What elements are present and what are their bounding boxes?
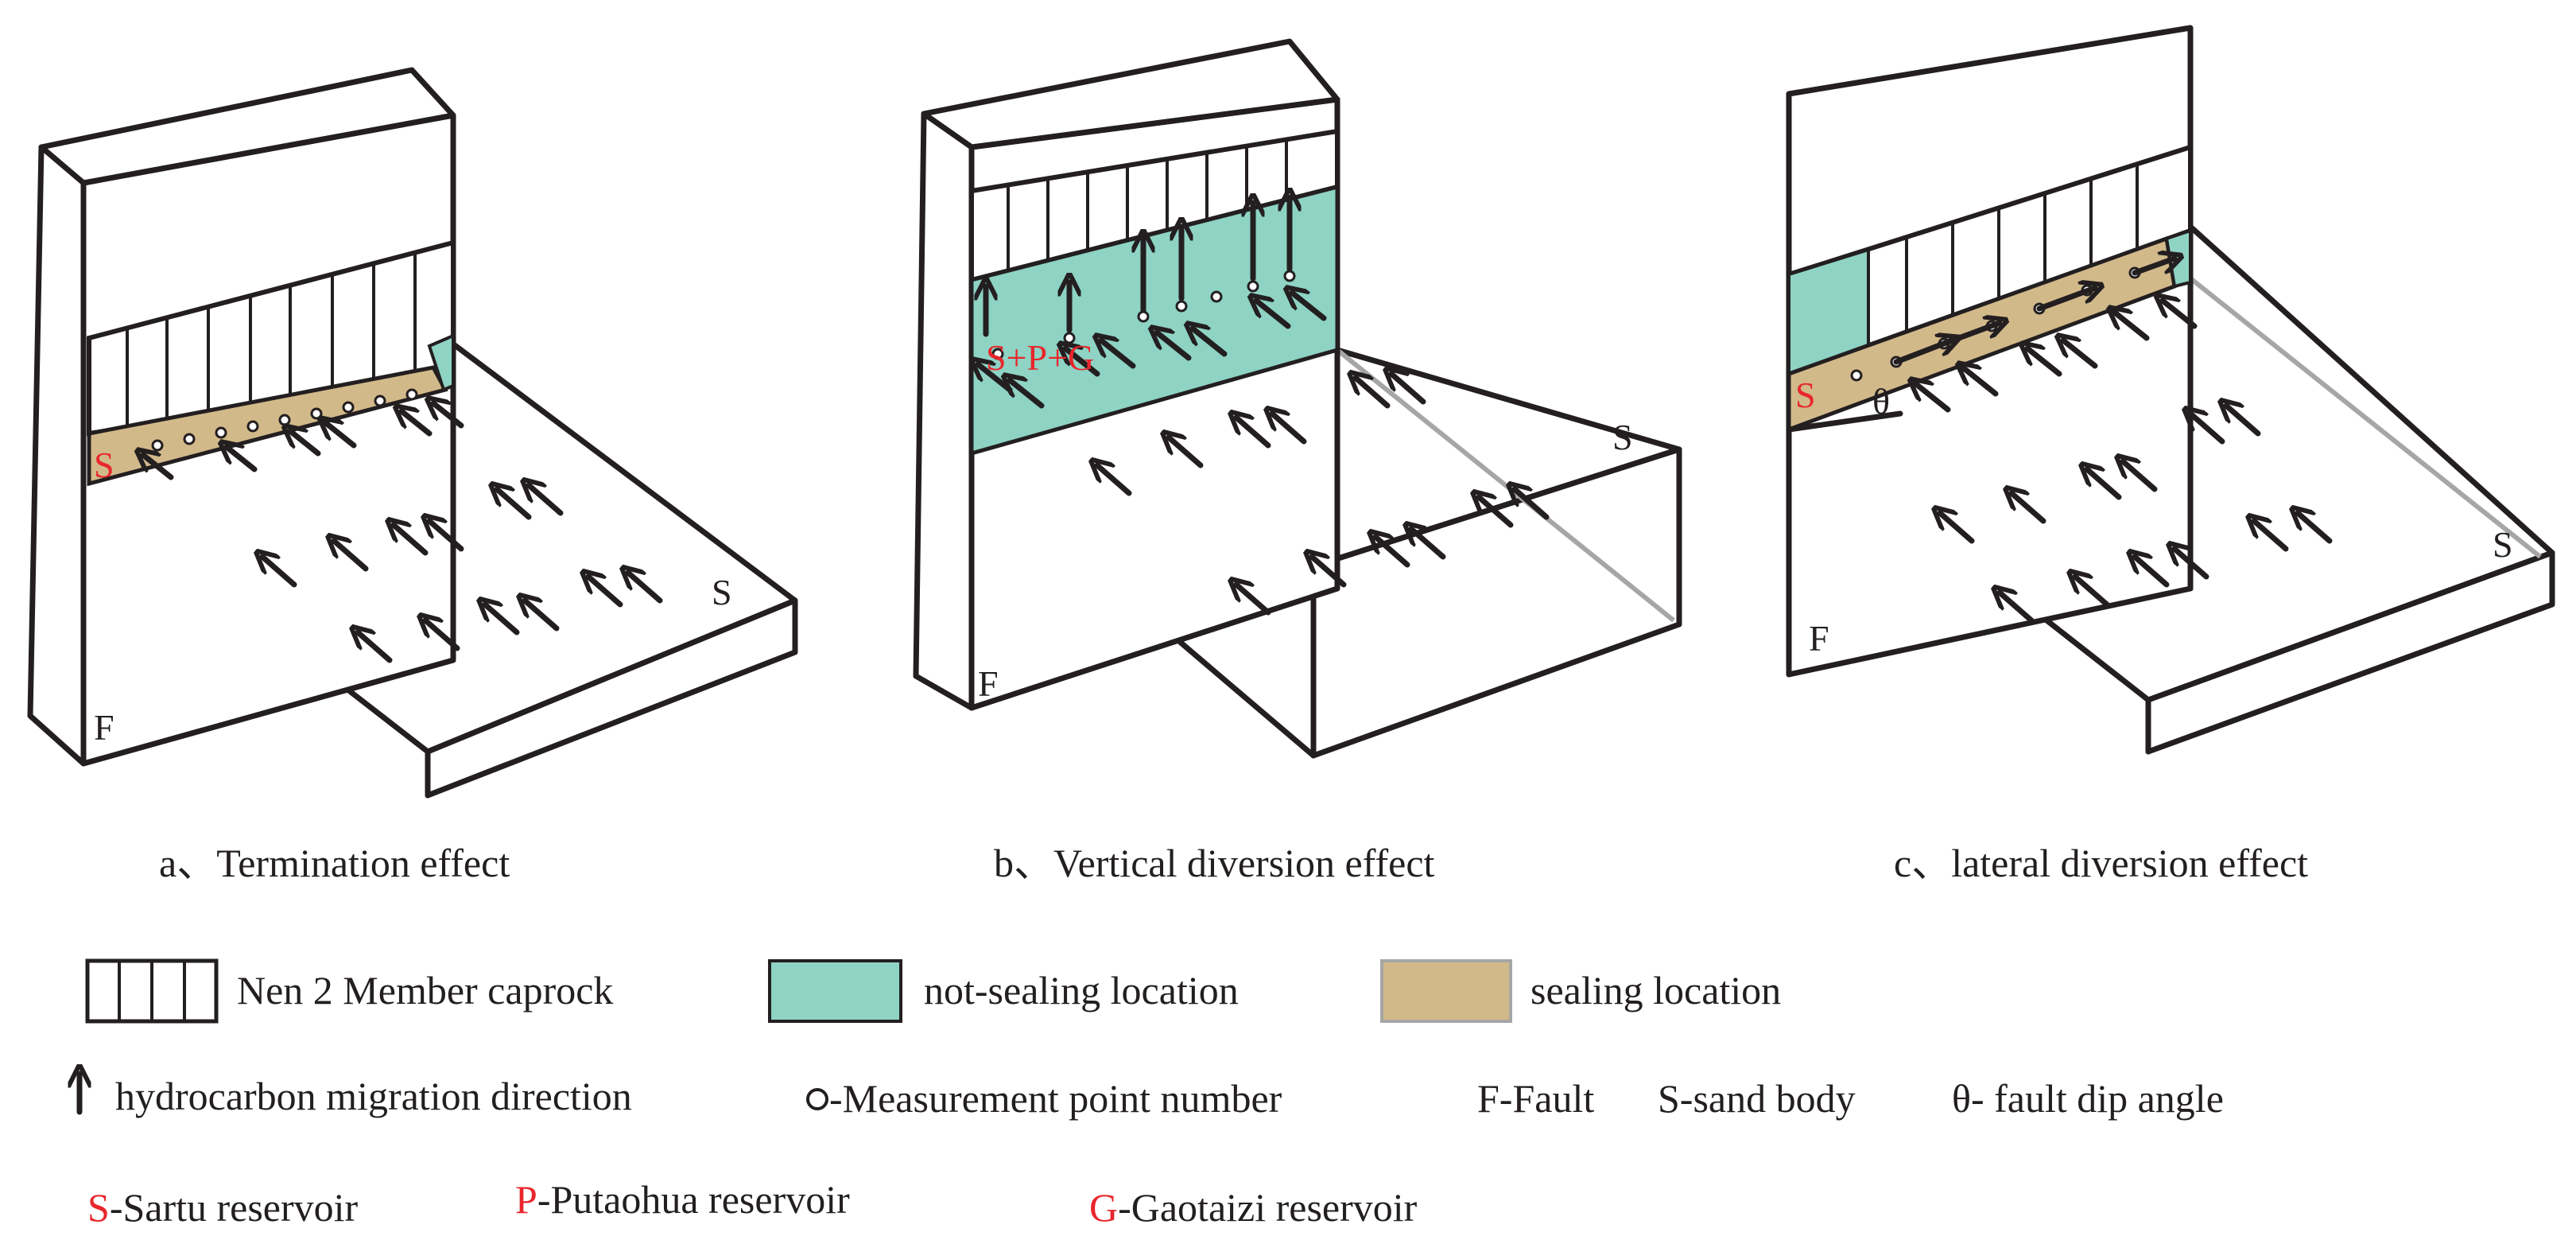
- panel-b-fault-label: F: [978, 663, 999, 704]
- panel-b-reservoir-label: S+P+G: [986, 337, 1094, 378]
- panel-a-fault-label: F: [94, 707, 114, 748]
- panel-c: θ S F S c、lateral diversion effect: [1786, 25, 2555, 885]
- panel-a-migration-arrows: [143, 403, 663, 663]
- sealing-swatch: [1380, 959, 1512, 1023]
- panel-b-fault-side: [913, 111, 975, 711]
- panel-c-fault-label: F: [1809, 618, 1829, 659]
- panel-b-migration-arrows: [978, 197, 1550, 616]
- circle-icon: [806, 1088, 828, 1110]
- legend-not-sealing-label: not-sealing location: [924, 968, 1239, 1013]
- legend: Nen 2 Member caprock not-sealing locatio…: [80, 958, 2224, 1230]
- panel-b: S+P+G F S b、Vertical diversion effect: [913, 38, 1682, 885]
- legend-sartu: S-Sartu reservoir: [87, 1185, 359, 1230]
- panel-c-angle-label: θ: [1872, 381, 1890, 422]
- legend-migration-label: hydrocarbon migration direction: [115, 1074, 632, 1118]
- legend-sand-label: S-sand body: [1658, 1076, 1856, 1121]
- panel-b-caption: b、Vertical diversion effect: [994, 841, 1435, 885]
- legend-measurement-label: -Measurement point number: [829, 1076, 1282, 1121]
- panel-a-sand-label: S: [712, 572, 732, 612]
- panel-b-not-sealing-band: [969, 184, 1340, 457]
- panel-b-measurement-points: [991, 270, 1296, 360]
- panel-b-sand-label: S: [1612, 417, 1633, 457]
- legend-sealing-label: sealing location: [1530, 968, 1781, 1013]
- legend-putaohua: P-Putaohua reservoir: [515, 1177, 850, 1222]
- panel-c-migration-arrows: [1916, 301, 2333, 624]
- panel-c-dip-angle-line: [1786, 410, 1903, 433]
- panel-c-caption: c、lateral diversion effect: [1894, 841, 2308, 885]
- panel-c-reservoir-label: S: [1795, 375, 1816, 415]
- legend-gaotaizi: G-Gaotaizi reservoir: [1089, 1185, 1418, 1230]
- not-sealing-swatch: [768, 959, 902, 1023]
- panel-a-fault-side: [27, 144, 87, 767]
- panel-a-not-sealing-band: [427, 332, 455, 392]
- caprock-swatch-icon: [85, 958, 219, 1024]
- legend-dip-label: θ- fault dip angle: [1952, 1076, 2224, 1121]
- panel-c-sand-label: S: [2493, 524, 2513, 565]
- panel-a-caprock-lines: [126, 253, 417, 430]
- legend-caprock-label: Nen 2 Member caprock: [237, 968, 613, 1013]
- legend-fault-label: F-Fault: [1477, 1076, 1594, 1121]
- panel-a-reservoir-label: S: [94, 445, 114, 485]
- panel-c-lateral-arrows: [1893, 258, 2174, 365]
- panel-a-caption: a、Termination effect: [159, 841, 510, 885]
- panel-a: S F S a、Termination effect: [27, 67, 798, 885]
